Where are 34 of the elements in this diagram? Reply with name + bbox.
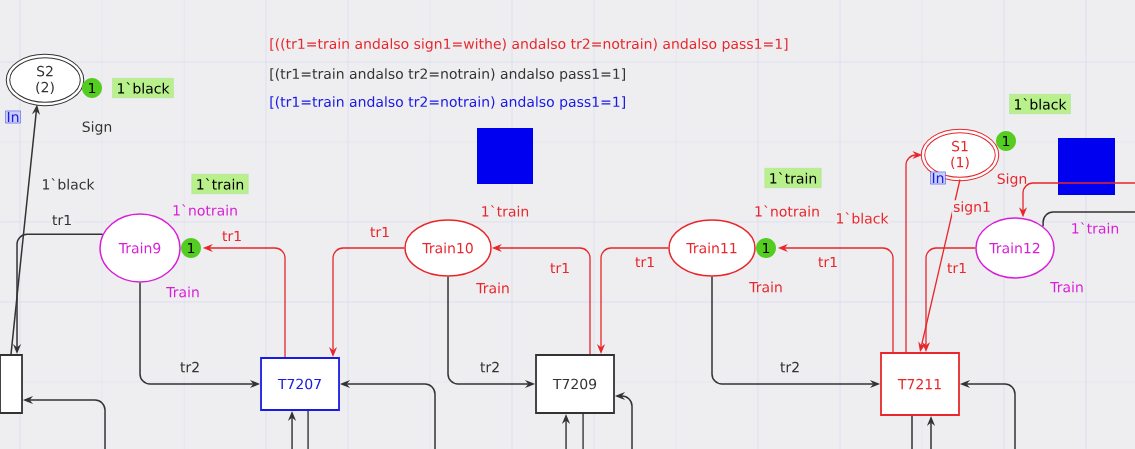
inscription: Train [476,282,509,294]
inscription: Train [749,281,782,293]
guard-label: [(tr1=train andalso tr2=notrain) andalso pass1=1] [270,68,625,82]
token-count: 1 [181,238,201,258]
guard-label: [((tr1=train andalso sign1=withe) andalso tr2=notrain) andalso pass1=1] [270,38,788,52]
token-count: 1 [996,131,1016,151]
token-count: 1 [82,78,102,98]
arc [911,415,913,449]
marking-label: 1`black [112,78,174,98]
port-tag: In [5,110,21,124]
inscription: 1`notrain [173,204,237,216]
inscription: Sign [997,173,1027,187]
port-tag: In [930,171,946,185]
transition-box: T7209 [535,354,615,414]
arc [1042,211,1135,227]
arc-label: sign1 [952,200,992,216]
inscription: 1`train [1072,222,1119,234]
arc-label: 1`black [40,177,96,191]
marking-label: 1`train [764,168,822,188]
inscription: Sign [82,121,112,135]
arc [582,413,584,449]
inscription: Train [166,286,199,298]
inscription: 1`train [482,205,529,217]
guard-label: [(tr1=train andalso tr2=notrain) andalso pass1=1] [270,96,625,110]
inscription: 1`notrain [755,205,819,217]
token-count: 1 [756,238,776,258]
transition-box: T7211 [880,352,960,416]
arc-label: 1`black [834,211,890,225]
marking-label: 1`black [1009,94,1071,114]
transition-box [0,354,23,414]
marking-label: 1`train [191,174,249,194]
transition-box: T7207 [260,357,340,411]
inscription: Train [1050,281,1083,293]
arc [307,410,309,449]
